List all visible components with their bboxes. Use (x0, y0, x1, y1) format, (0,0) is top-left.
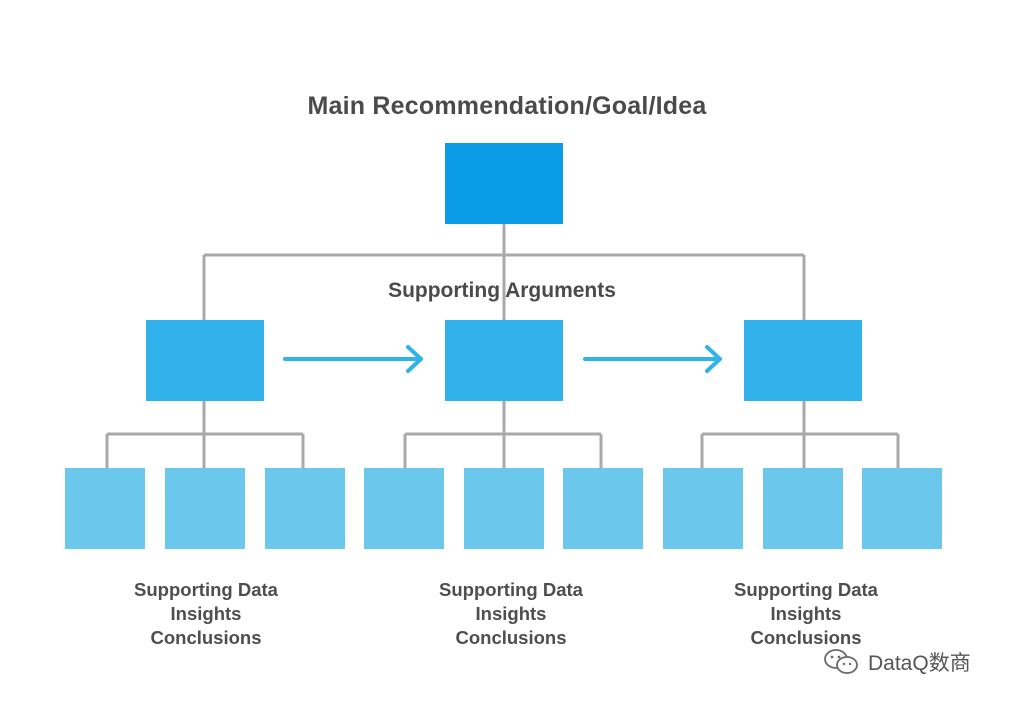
arrow-center-to-right (583, 345, 722, 373)
wechat-icon (824, 649, 858, 674)
leaf-box (862, 468, 942, 549)
main-recommendation-box (445, 143, 563, 224)
group-label-line: Conclusions (150, 627, 262, 648)
watermark: DataQ数商 (822, 646, 971, 678)
leaf-box (65, 468, 145, 549)
group-label-line: Conclusions (750, 627, 862, 648)
leaf-box (663, 468, 743, 549)
group-label-line: Supporting Data (734, 579, 878, 600)
leaf-box (464, 468, 544, 549)
leaf-box (364, 468, 444, 549)
group-label-line: Insights (770, 603, 842, 624)
group-label-line: Conclusions (455, 627, 567, 648)
group-label-line: Supporting Data (134, 579, 278, 600)
group-label-right: Supporting Data Insights Conclusions (686, 578, 926, 650)
leaf-box (563, 468, 643, 549)
group-label-left: Supporting Data Insights Conclusions (86, 578, 326, 650)
argument-box-left (146, 320, 264, 401)
arrow-left-to-center (283, 345, 423, 373)
argument-box-right (744, 320, 862, 401)
group-label-line: Insights (475, 603, 547, 624)
group-label-center: Supporting Data Insights Conclusions (391, 578, 631, 650)
leaf-box (265, 468, 345, 549)
leaf-box (763, 468, 843, 549)
supporting-arguments-label: Supporting Arguments (388, 279, 616, 302)
group-label-line: Supporting Data (439, 579, 583, 600)
leaf-box (165, 468, 245, 549)
main-title: Main Recommendation/Goal/Idea (307, 92, 707, 120)
watermark-text: DataQ数商 (868, 652, 971, 675)
argument-box-center (445, 320, 563, 401)
group-label-line: Insights (170, 603, 242, 624)
